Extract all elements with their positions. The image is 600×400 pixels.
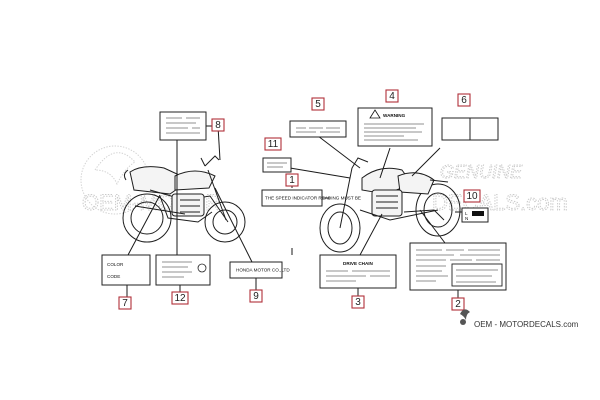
callout-3: 3 [351,295,365,309]
decal-9: HONDA MOTOR CO.,LTD [229,261,290,279]
watermark-badge: GENUINE [440,162,523,182]
callout-6-text: 6 [461,95,467,106]
brand-text: OEM - MOTORDECALS.com [474,320,579,329]
callout-8-text: 8 [215,120,221,131]
callout-8: 8 [211,118,225,132]
decal-2 [409,242,507,291]
watermark-swirl [94,152,136,186]
callout-11-text: 11 [268,139,279,150]
callout-5: 5 [311,97,325,111]
watermark-text-right: DECALS.com [432,190,568,215]
callout-1: 1 [285,173,299,187]
decal-1: THE SPEED INDICATOR READING MUST BE [261,189,361,207]
decal-12 [155,254,211,286]
callout-10: 10 [463,189,481,203]
callout-7-text: 7 [122,298,128,309]
decal-3: DRIVE CHAIN [319,254,397,289]
decal-10-line1: L [465,211,468,216]
decal-8 [159,111,207,141]
callout-4: 4 [385,89,399,103]
warning-triangle-icon [369,109,381,119]
callout-10-text: 10 [466,191,478,202]
callout-12: 12 [171,291,189,305]
callout-4-text: 4 [389,91,395,102]
callout-9-text: 9 [253,291,259,302]
oem-logo-icon [460,309,470,325]
decal-1-text: THE SPEED INDICATOR READING MUST BE [265,196,361,201]
warning-title: WARNING [383,113,406,118]
honda-motor-text: HONDA MOTOR CO.,LTD [236,268,290,273]
callout-11: 11 [264,137,282,151]
decal-7: COLOR CODE [101,254,151,286]
decal-4: WARNING [357,107,433,147]
brand-footer: OEM - MOTORDECALS.com [460,309,579,329]
callout-12-text: 12 [174,293,186,304]
callout-9: 9 [249,289,263,303]
callout-7: 7 [118,296,132,310]
color-line1: COLOR [107,262,124,267]
decal-10: L N [461,207,489,223]
decal-6 [441,117,499,141]
callout-6: 6 [457,93,471,107]
decal-10-line2: N [465,216,468,221]
decal-11 [262,157,292,173]
motorcycle-right-icon [319,157,461,253]
drive-chain-title: DRIVE CHAIN [343,261,374,266]
callout-1-text: 1 [289,175,295,186]
callout-2: 2 [451,297,465,311]
motorcycle-left-icon [122,155,246,243]
callout-2-text: 2 [455,299,461,310]
callout-5-text: 5 [315,99,321,110]
callout-3-text: 3 [355,297,361,308]
decal-5 [289,120,347,138]
color-line2: CODE [107,274,120,279]
